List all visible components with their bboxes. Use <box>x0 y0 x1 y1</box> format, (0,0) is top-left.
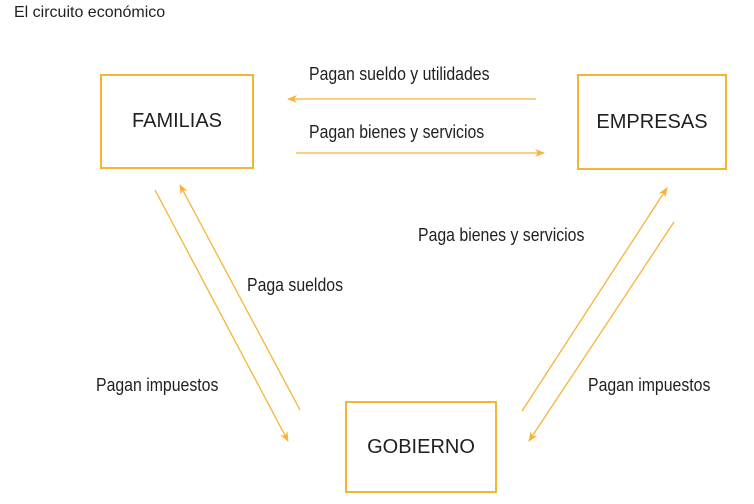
node-gobierno: GOBIERNO <box>345 401 497 493</box>
flow-label-empresas-gobierno: Pagan impuestos <box>588 375 711 395</box>
arrow-gobierno-to-empresas <box>521 187 668 412</box>
flow-label-empresas-familias: Pagan sueldo y utilidades <box>309 64 490 84</box>
flow-label-familias-empresas: Pagan bienes y servicios <box>309 122 485 142</box>
flow-label-gobierno-familias: Paga sueldos <box>247 275 344 295</box>
arrow-gobierno-to-familias <box>179 184 301 411</box>
flow-label-gobierno-empresas: Paga bienes y servicios <box>418 225 585 245</box>
node-familias: FAMILIAS <box>100 74 254 169</box>
diagram-title: El circuito económico <box>14 4 166 21</box>
arrow-empresas-to-gobierno <box>528 221 675 442</box>
flow-label-familias-gobierno: Pagan impuestos <box>96 375 219 395</box>
node-empresas: EMPRESAS <box>577 74 727 170</box>
arrow-familias-to-gobierno <box>154 189 289 442</box>
